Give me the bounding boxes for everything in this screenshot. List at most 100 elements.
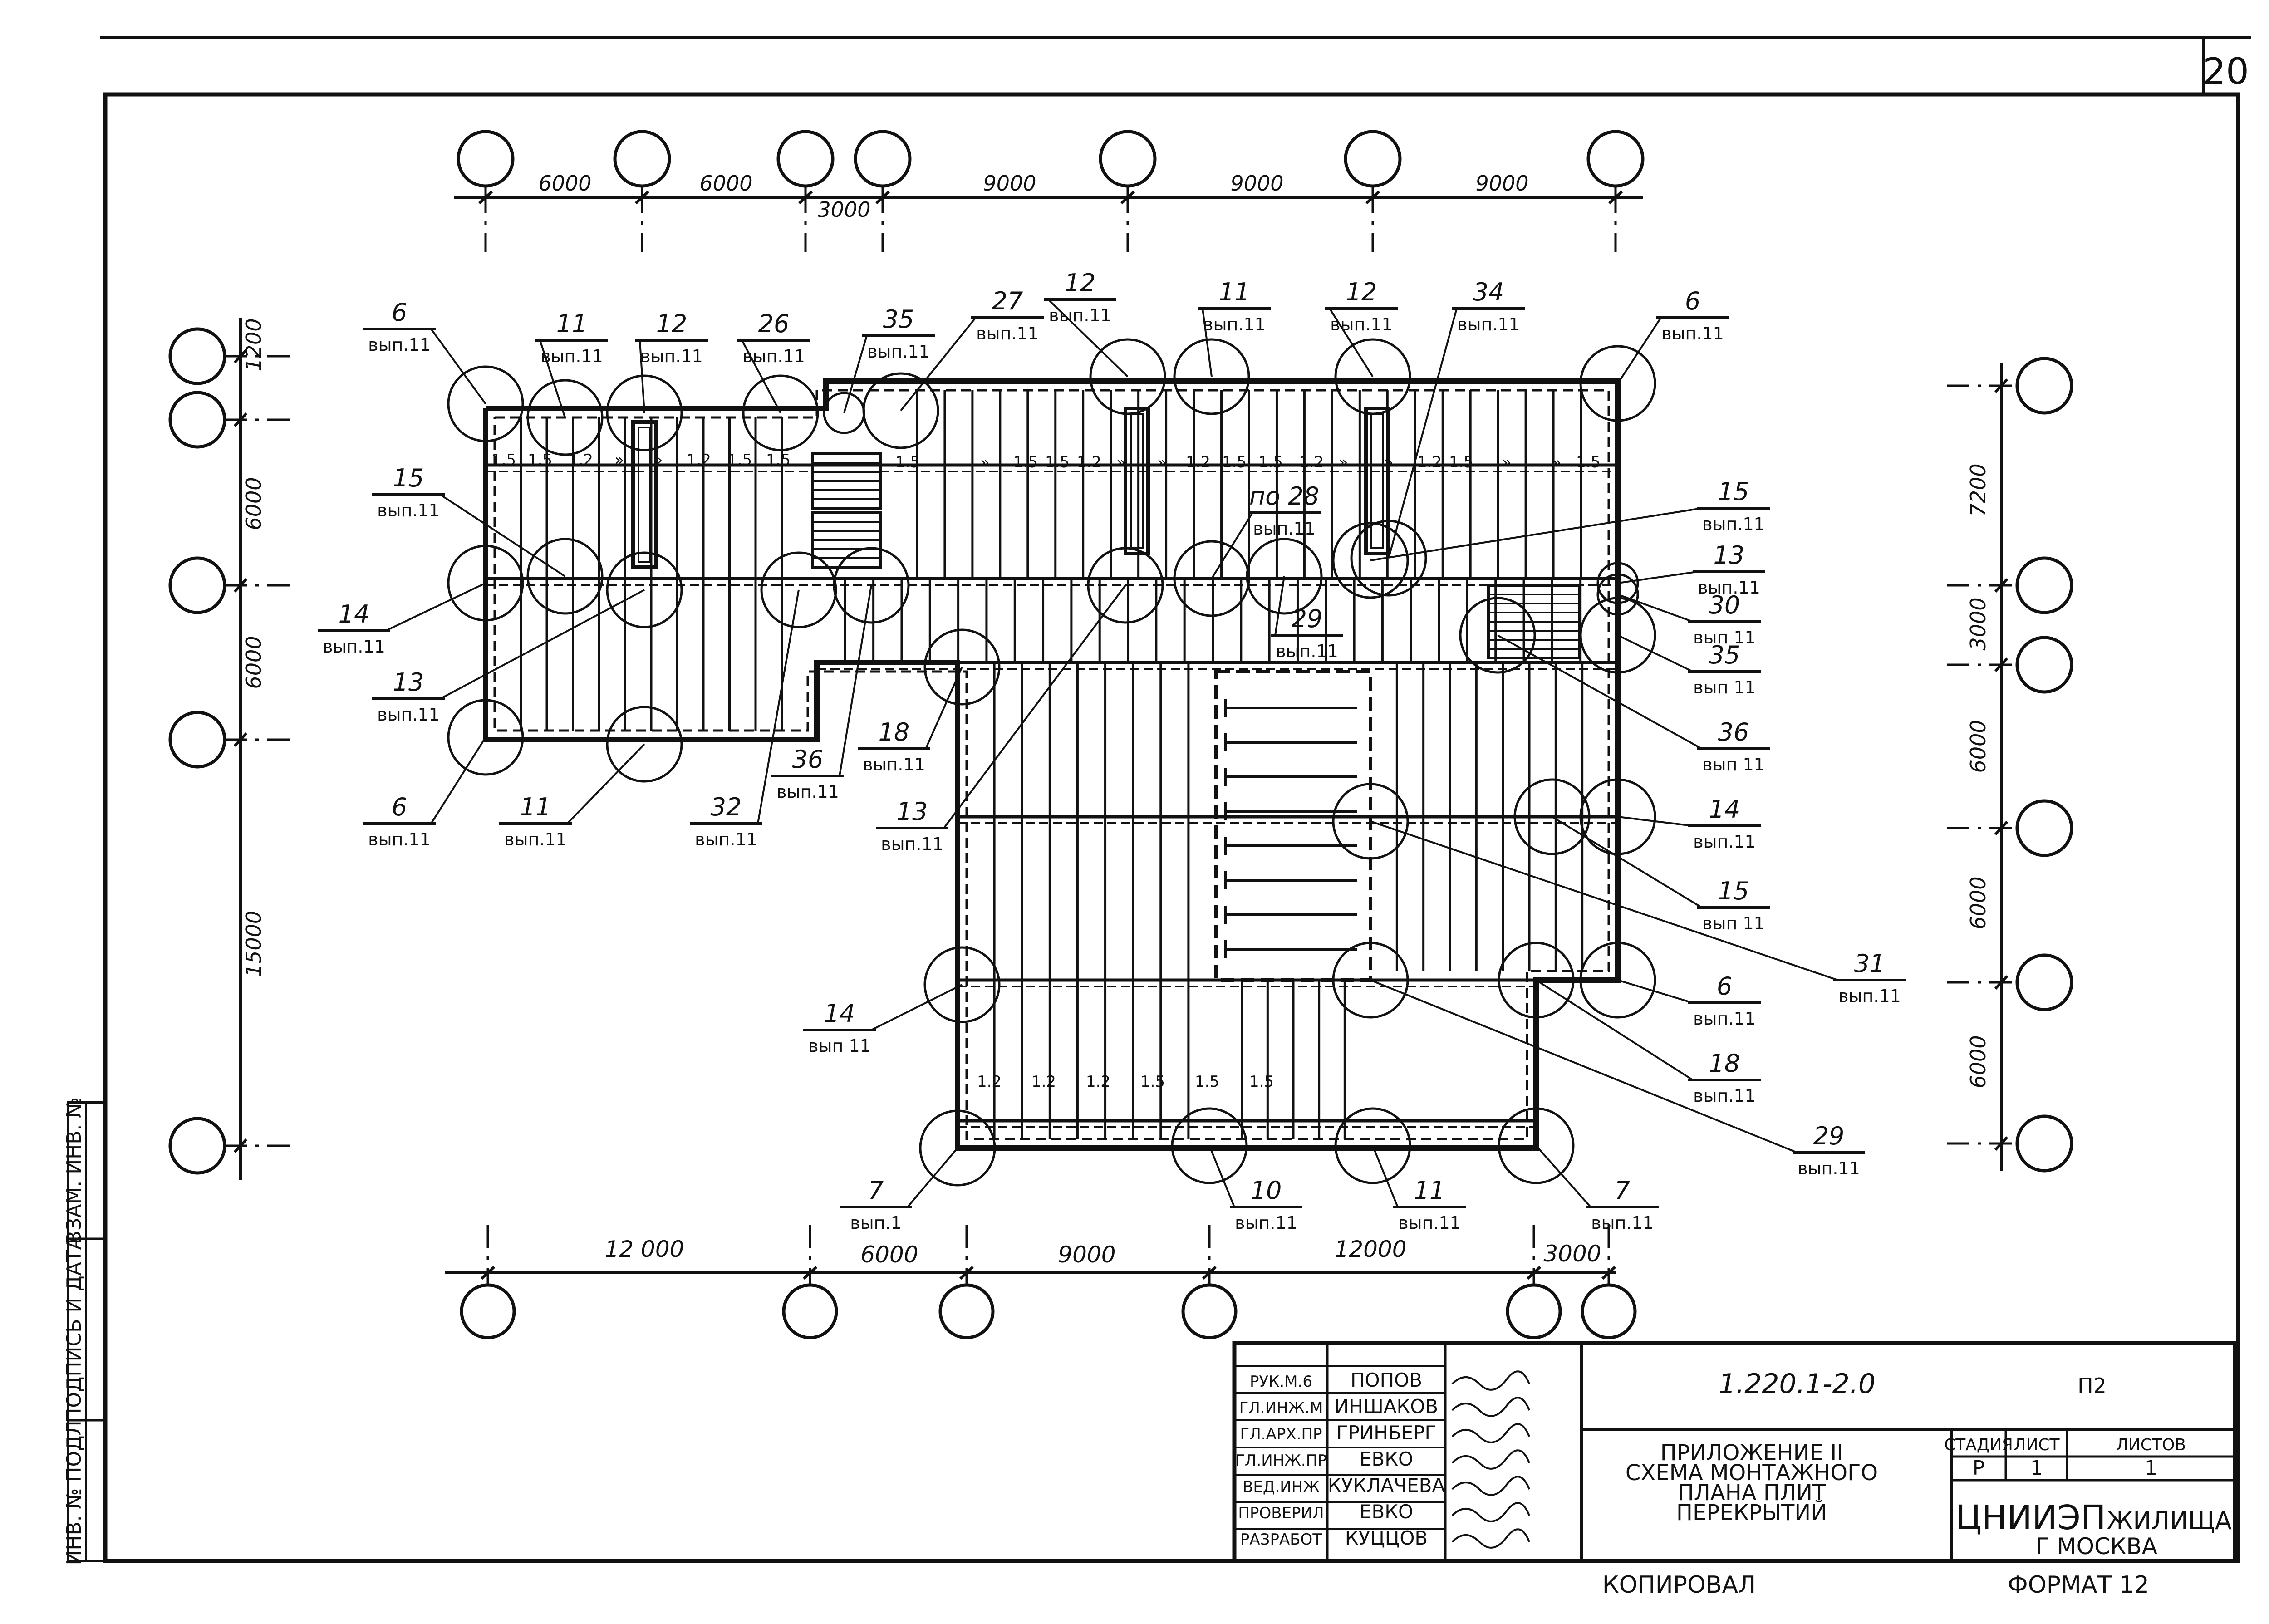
drawing-title-line: СХЕМА МОНТАЖНОГО (1626, 1460, 1878, 1486)
node-circle (760, 551, 837, 628)
callout-number: 11 (520, 793, 551, 821)
signature (1451, 1502, 1530, 1522)
node-circle (1579, 345, 1656, 422)
right-dimension: 3000 (1966, 597, 1990, 650)
dim-tick (233, 412, 248, 427)
callout-number: 36 (792, 745, 824, 774)
axis-bubble (1581, 1283, 1637, 1339)
slab-mark: 1.5 (895, 453, 920, 471)
axis-bubble (1506, 1283, 1562, 1339)
tb-name: ЕВКО (1360, 1448, 1413, 1470)
node-circle (1579, 778, 1656, 855)
tb-role: ГЛ.ИНЖ.ПР (1235, 1452, 1327, 1470)
tb-name: ПОПОВ (1351, 1369, 1422, 1391)
callout-reference: вып.11 (1276, 641, 1338, 661)
callout-reference: вып.11 (881, 834, 943, 854)
leader-line (843, 335, 868, 413)
leader-line (1370, 820, 1838, 981)
leader-line (1211, 512, 1253, 579)
organization-suffix: ЖИЛИЩА (2107, 1506, 2232, 1535)
node-circle (1513, 778, 1591, 855)
right-dimension: 6000 (1966, 876, 1990, 929)
slab-mark: 1.5 (1222, 453, 1247, 471)
callout-reference: вып.11 (368, 335, 431, 355)
tb-name: ЕВКО (1360, 1501, 1413, 1523)
axis-bubble (168, 391, 226, 449)
slab-mark: » (1502, 453, 1512, 471)
leader-line (1617, 816, 1693, 827)
node-circle (1173, 338, 1250, 415)
callout-reference: вып 11 (1693, 677, 1756, 697)
leader-line (1370, 507, 1702, 561)
slab-mark: 1.5 (1195, 1073, 1219, 1091)
callout-reference: вып.11 (1702, 514, 1765, 534)
bottom-dimension: 6000 (860, 1241, 918, 1268)
leader-line (757, 589, 800, 824)
callout-reference: вып.1 (850, 1213, 902, 1233)
leader-line (1370, 979, 1798, 1153)
slab-mark: 1.2 (1417, 453, 1442, 471)
slab-mark: » (980, 453, 990, 471)
callout-reference: вып 11 (1702, 755, 1765, 775)
node-circle (1334, 338, 1411, 415)
slab-mark: 1.5 (766, 451, 791, 469)
slab-mark: » (615, 451, 624, 469)
leader-line (1047, 299, 1129, 378)
node-circle (1498, 942, 1575, 1019)
signature (1451, 1423, 1530, 1443)
leader-line (1551, 816, 1703, 908)
callout-reference: вып.11 (368, 829, 431, 849)
leader-line (900, 317, 977, 412)
axis-bubble (168, 1117, 226, 1175)
slab-mark: 1.2 (1077, 453, 1101, 471)
sheet-value: 1 (2030, 1457, 2043, 1480)
node-circle (919, 1109, 996, 1187)
signature (1451, 1370, 1530, 1391)
building-perimeter (483, 378, 1621, 1151)
callout-number: 31 (1854, 949, 1886, 978)
drawing-border (103, 92, 2240, 1563)
leader-line (440, 589, 645, 700)
slab-mark: 1.5 (1258, 453, 1283, 471)
dim-tick (1365, 190, 1380, 205)
leader-line (1535, 1145, 1591, 1208)
callout-number: 7 (1615, 1176, 1630, 1205)
callout-number: 27 (992, 287, 1023, 315)
slab-mark: 1.5 (1249, 1073, 1274, 1091)
leader-line (1388, 308, 1458, 559)
node-circle (526, 538, 604, 615)
callout-reference: вып.11 (640, 346, 703, 366)
callout-number: 29 (1813, 1122, 1845, 1150)
tb-role: ГЛ.ИНЖ.М (1239, 1399, 1323, 1417)
leader-line (539, 340, 566, 418)
callout-reference: вып.11 (1838, 986, 1901, 1006)
slab-mark: 1.2 (1031, 1073, 1056, 1091)
leader-line (1372, 1145, 1399, 1207)
leader-line (1535, 979, 1694, 1081)
callout-number: 6 (392, 793, 407, 821)
callout-number: 35 (1709, 641, 1740, 669)
callout-number: 11 (556, 309, 588, 338)
callout-number: по 28 (1249, 482, 1319, 510)
leader-line (385, 582, 486, 632)
node-circle (1246, 538, 1323, 615)
dim-tick (233, 732, 248, 747)
leader-line (430, 328, 486, 405)
axis-bubble (168, 327, 226, 385)
dim-tick (1994, 657, 2009, 672)
slab-mark: 1.5 (1449, 453, 1473, 471)
signature (1451, 1476, 1530, 1496)
callout-reference: вып.11 (377, 705, 440, 725)
ventilation-shaft-inner (1130, 413, 1144, 549)
tb-name: ГРИНБЕРГ (1336, 1422, 1436, 1444)
leader-line (741, 340, 781, 413)
node-circle (1459, 597, 1536, 674)
bottom-dimension: 12000 (1334, 1236, 1406, 1262)
callout-number: 11 (1414, 1176, 1445, 1205)
format-label: ФОРМАТ 12 (2008, 1571, 2149, 1599)
leader-line (566, 743, 645, 824)
ventilation-shaft (1124, 407, 1150, 555)
